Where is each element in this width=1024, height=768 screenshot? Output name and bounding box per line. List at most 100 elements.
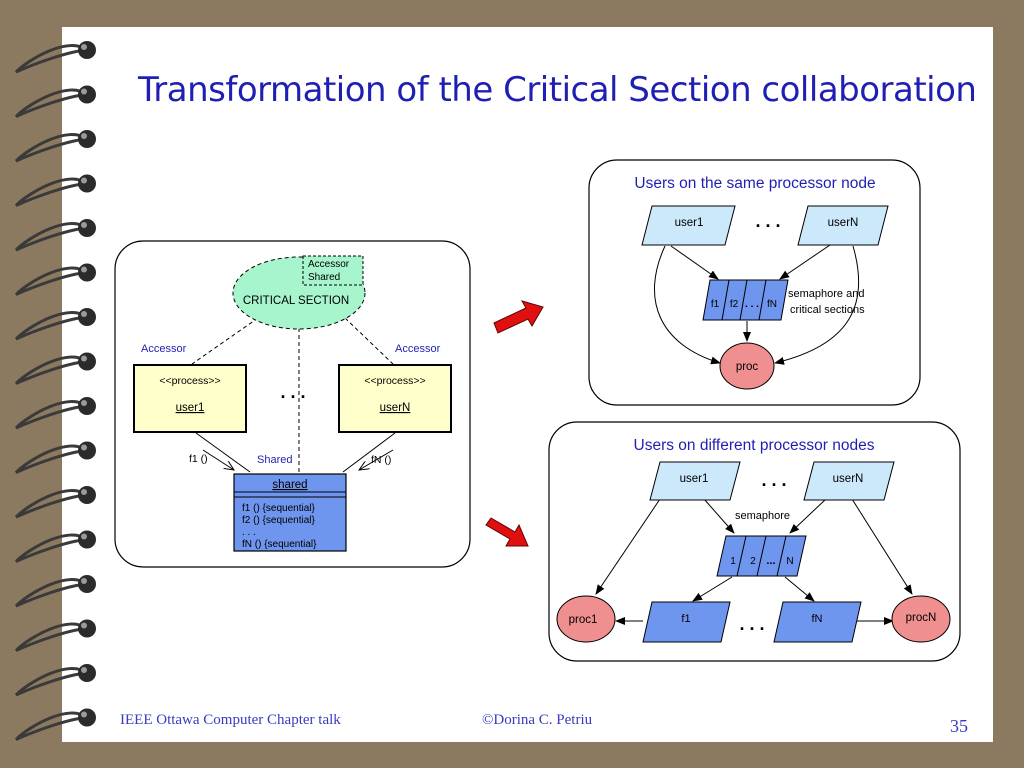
- process-userN-box: [338, 364, 452, 433]
- binding-ring: [14, 222, 87, 252]
- binding-ring: [14, 489, 87, 519]
- proc-node-label: proc: [736, 361, 759, 373]
- binding-shine: [81, 88, 87, 95]
- sem2-divider-3: [776, 535, 787, 577]
- sem2-N: N: [786, 556, 793, 567]
- user1-sem-arrow: [670, 245, 719, 280]
- sem-note-line2: critical sections: [790, 304, 865, 316]
- binding-shine: [81, 578, 87, 584]
- proc1-node-label: proc1: [569, 614, 598, 626]
- role-note: [302, 255, 364, 286]
- sem-f2: f2: [730, 299, 739, 310]
- userN-shared-link: [342, 432, 396, 473]
- same-processor-diagram: Users on the same processor node user1 u…: [588, 159, 921, 406]
- userN-node-2-label: userN: [833, 473, 864, 485]
- userN-sem-arrow-2: [789, 498, 827, 534]
- spiral-binding: [14, 41, 96, 741]
- sem2-divider-2: [756, 535, 767, 577]
- sem-divider-2: [739, 279, 748, 321]
- f1-node-label: f1: [681, 613, 690, 625]
- userN-node-2: [803, 461, 895, 501]
- binding-shine: [81, 355, 87, 362]
- shared-op-2: f2 () {sequential}: [242, 515, 315, 526]
- binding-ring: [14, 578, 87, 608]
- binding-ring: [14, 88, 87, 118]
- user1-node-label: user1: [675, 217, 704, 229]
- shared-class-name: shared: [272, 479, 307, 491]
- binding-shine: [81, 311, 87, 317]
- userN-node: [797, 205, 889, 246]
- sem2-1: 1: [730, 556, 736, 567]
- sem2-dots: ...: [766, 555, 775, 567]
- binding-ring: [14, 667, 87, 697]
- same-processor-heading: Users on the same processor node: [634, 175, 875, 192]
- f1-message-label: f1 (): [189, 453, 208, 465]
- fN-message-arrow: [359, 449, 394, 470]
- binding-shine: [81, 489, 87, 495]
- process-user1-stereotype: <<process>>: [159, 375, 220, 387]
- user1-sem-arrow-2: [703, 498, 735, 534]
- different-processor-heading: Users on different processor nodes: [634, 437, 875, 454]
- fN-node: [773, 601, 862, 643]
- sem-fN-arrow: [784, 576, 815, 602]
- procN-node-label: procN: [906, 612, 937, 624]
- sem-f1-arrow: [692, 576, 733, 602]
- binding-shine: [81, 711, 87, 718]
- shared-class-box: [233, 473, 347, 552]
- left-panel: [114, 240, 471, 568]
- critical-section-label: CRITICAL SECTION: [243, 295, 349, 307]
- binding-ring: [14, 533, 87, 563]
- sem-fN: fN: [767, 299, 777, 310]
- shared-op-4: fN () {sequential}: [242, 539, 317, 550]
- process-user1-box: [133, 364, 247, 433]
- binding-ring: [14, 133, 87, 163]
- binding-ring: [14, 622, 87, 652]
- accessor-role-right: Accessor: [395, 343, 441, 355]
- user1-proc-curve: [653, 245, 721, 365]
- sem-dots: . . .: [745, 299, 759, 310]
- process-user1-name: user1: [176, 402, 205, 414]
- shared-op-1: f1 () {sequential}: [242, 503, 315, 514]
- sem-divider-1: [721, 279, 730, 321]
- top-ellipsis: . . .: [755, 211, 780, 231]
- bottom-ellipsis: . . .: [761, 470, 786, 490]
- user1-proc1-arrow: [595, 498, 661, 595]
- binding-shine: [81, 533, 87, 540]
- binding-shine: [81, 444, 87, 451]
- binding-ring: [14, 44, 87, 74]
- binding-shine: [81, 667, 87, 673]
- bottom-ellipsis-2: . . .: [739, 614, 764, 634]
- userN-node-label: userN: [828, 217, 859, 229]
- fN-node-label: fN: [812, 613, 823, 625]
- sem-divider-3: [758, 279, 767, 321]
- footer-left-text: IEEE Ottawa Computer Chapter talk: [120, 712, 341, 728]
- user1-shared-link: [195, 432, 251, 473]
- transform-arrow-top: [493, 300, 544, 334]
- binding-ring: [14, 266, 87, 296]
- accessor-role-left: Accessor: [141, 343, 187, 355]
- userN-procN-arrow: [851, 498, 913, 595]
- footer-copyright: ©Dorina C. Petriu: [482, 712, 593, 728]
- binding-ring: [14, 711, 87, 741]
- proc1-node: [556, 595, 616, 643]
- user1-node-2: [649, 461, 741, 501]
- binding-shine: [81, 44, 87, 50]
- binding-ring: [14, 177, 87, 207]
- binding-ring: [14, 444, 87, 474]
- shared-op-3: . . .: [242, 527, 256, 538]
- binding-shine: [81, 177, 87, 184]
- binding-shine: [81, 266, 87, 273]
- user1-node-2-label: user1: [680, 473, 709, 485]
- left-collaboration-diagram: CRITICAL SECTION Accessor Shared Accesso…: [114, 240, 471, 568]
- proc-node: [719, 342, 775, 390]
- role-note-accessor: Accessor: [308, 259, 350, 270]
- f1-message-arrow: [202, 449, 234, 470]
- binding-shine: [81, 622, 87, 629]
- fN-message-label: fN (): [371, 454, 391, 466]
- semaphore-label: semaphore: [735, 510, 790, 522]
- left-ellipsis: . . .: [280, 382, 305, 402]
- user1-node: [641, 205, 736, 246]
- binding-ring: [14, 311, 87, 341]
- binding-shine: [81, 222, 87, 228]
